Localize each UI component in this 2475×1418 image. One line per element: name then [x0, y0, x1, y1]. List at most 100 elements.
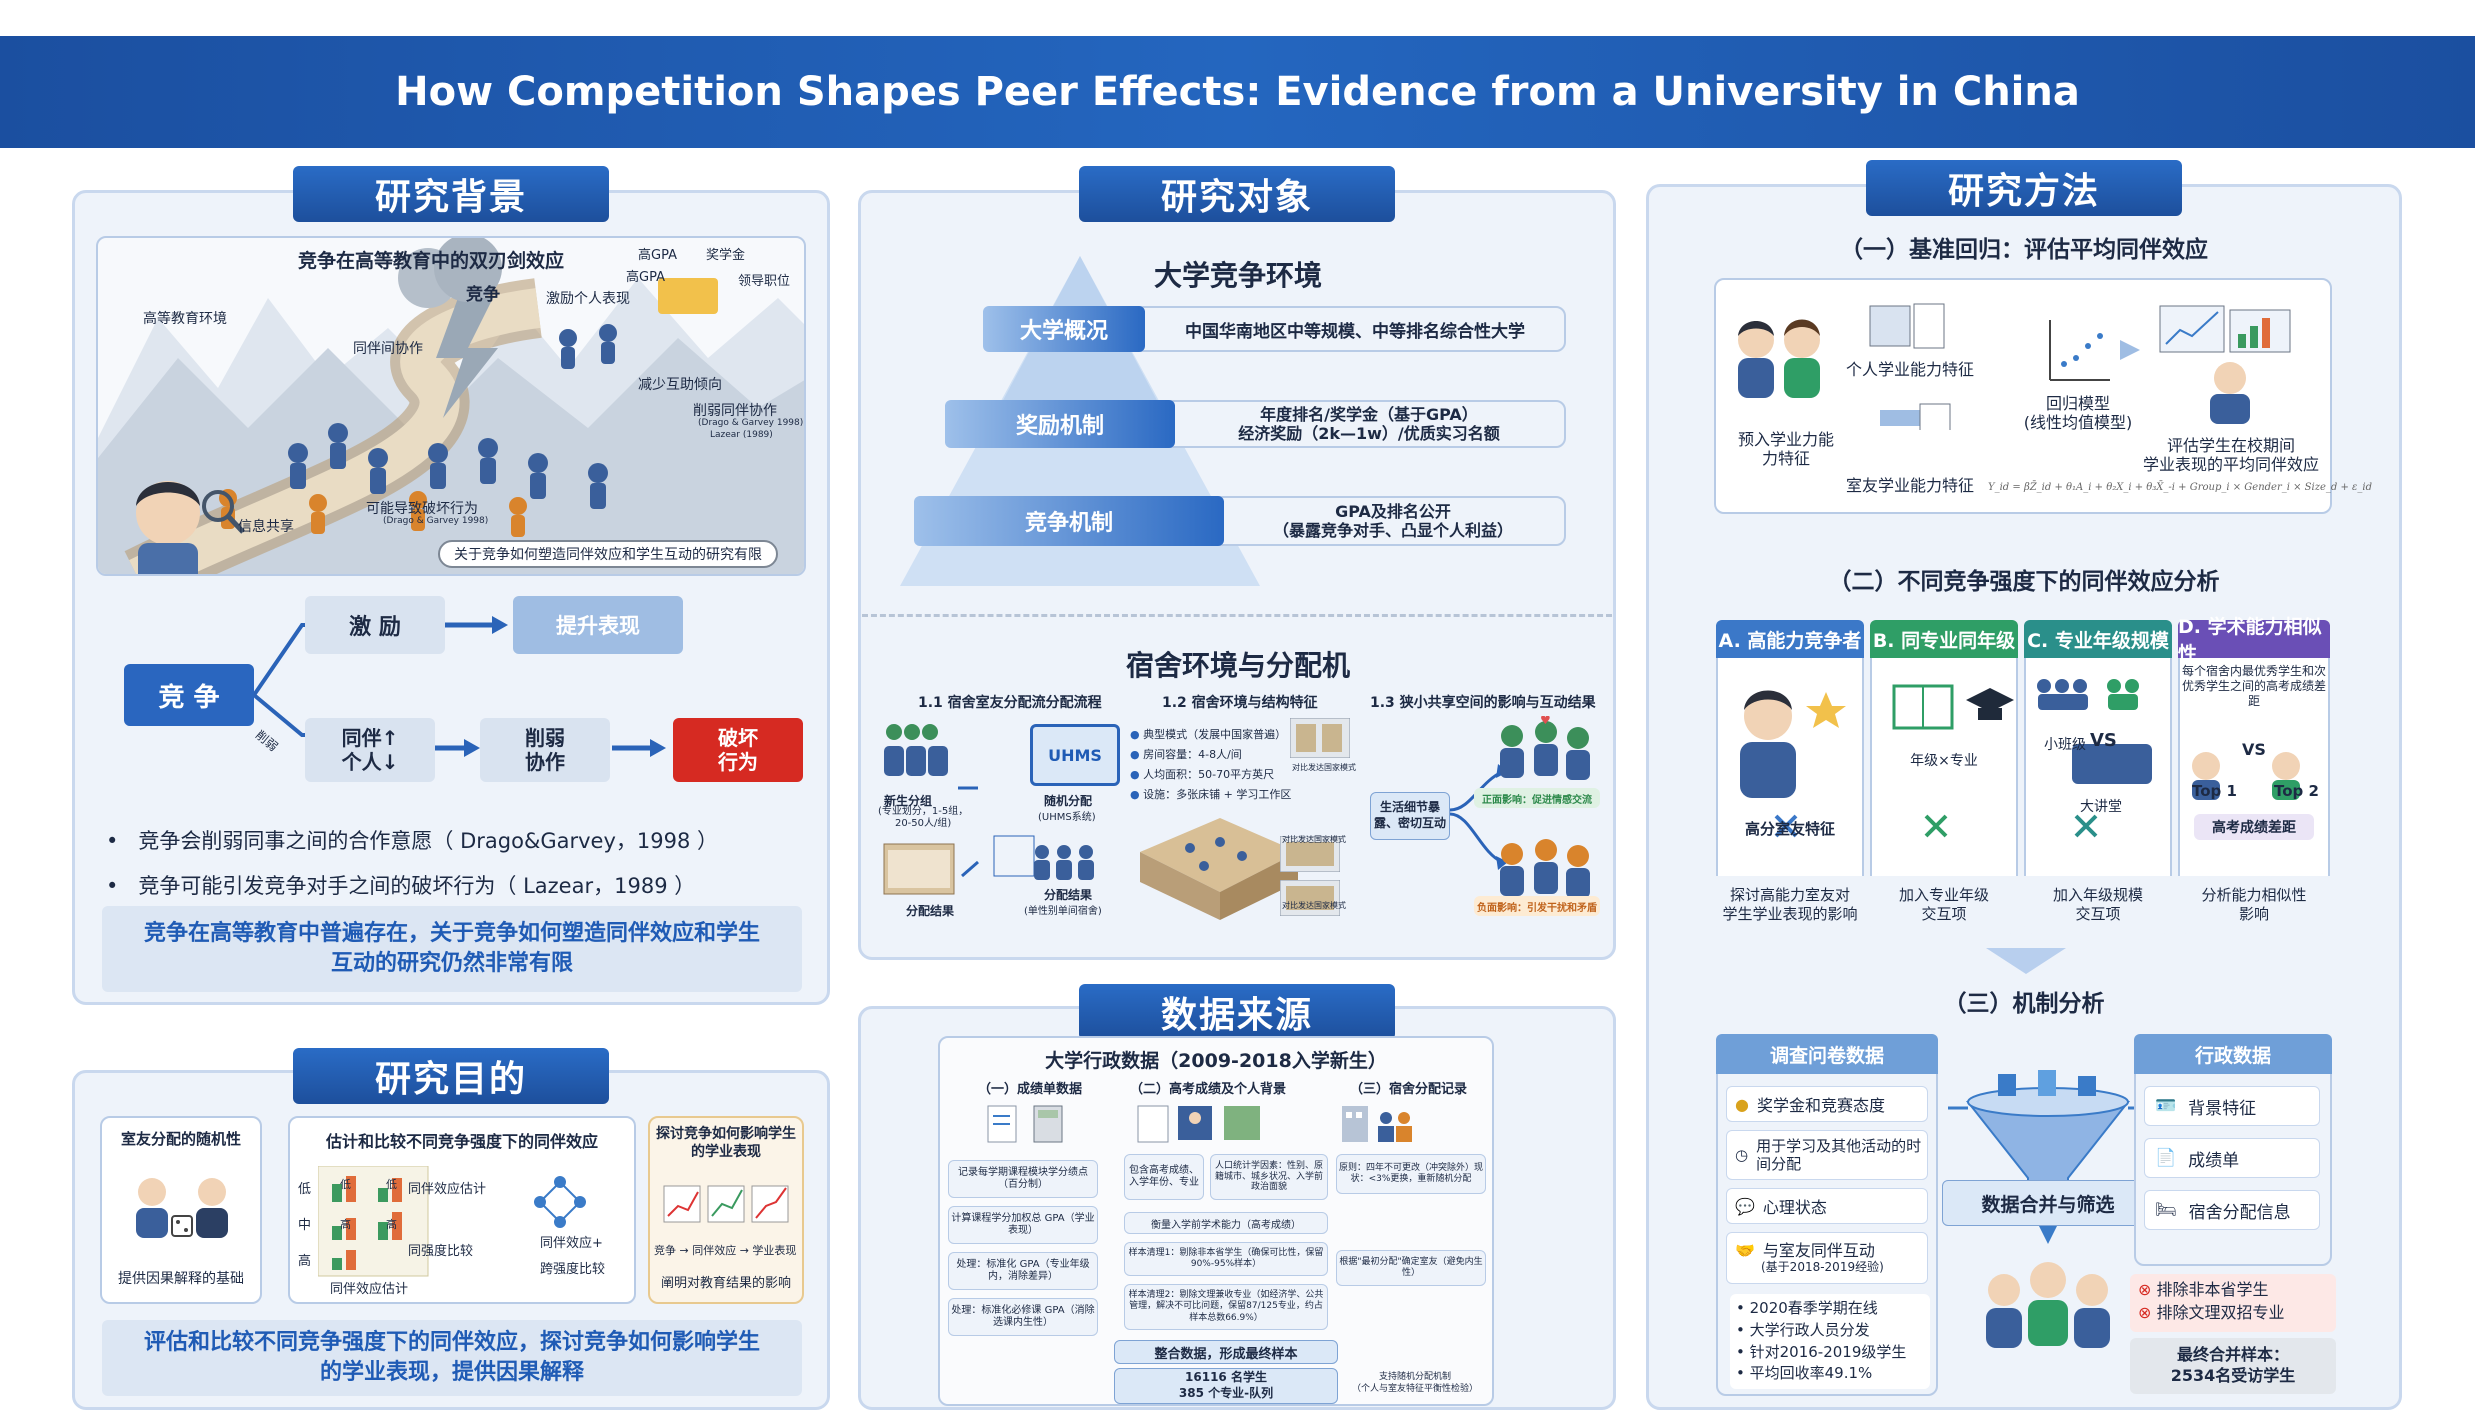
s1-label: 评估学生在校期间 学业表现的平均同伴效应: [2142, 436, 2319, 475]
data-step: 处理：标准化必修课 GPA（消除选课内生性）: [948, 1298, 1098, 1336]
row-label: 低: [298, 1182, 312, 1197]
cross-icon: ⊗: [2138, 1303, 2157, 1323]
sub1-result: 分配结果: [906, 904, 955, 918]
data-side-note: 支持随机分配机制 （个人与室友特征平衡性检验）: [1351, 1372, 1478, 1394]
page-title: How Competition Shapes Peer Effects: Evi…: [0, 36, 2475, 148]
s2-d-top2: Top 2: [2274, 782, 2319, 800]
purpose-col3: 探讨竞争如何影响学生的学业表现 竞争 → 同伴效应 → 学业表现 阐明对教育结果…: [648, 1116, 804, 1304]
purpose-summary: 评估和比较不同竞争强度下的同伴效应，探讨竞争如何影响学生的学业表现，提供因果解释: [102, 1320, 802, 1396]
row-label: 高: [298, 1254, 312, 1269]
illus-label: 高GPA: [626, 270, 665, 285]
admin-item: 🛏宿舍分配信息: [2144, 1190, 2320, 1230]
s1-label: 预入学业力能力特征: [1737, 430, 1834, 469]
illus-label: 减少互助倾向: [638, 377, 722, 393]
sub3-center: 生活细节暴露、密切互动: [1370, 792, 1450, 840]
s2-col-head: D. 学术能力相似性: [2178, 616, 2330, 665]
level-label: 大学概况: [983, 306, 1145, 352]
illus-label: 激励个人表现: [546, 291, 630, 307]
level-text: 年度排名/奖学金（基于GPA） 经济奖励（2k—1w）/优质实习名额: [1238, 404, 1500, 443]
level-text: GPA及排名公开 （暴露竞争对手、凸显个人利益）: [1272, 501, 1513, 540]
thought-text: 关于竞争如何塑造同伴效应和学生互动的研究有限: [454, 547, 762, 563]
sub2-caption: 对比发达国家模式: [1282, 901, 1346, 910]
id-card-icon: 🪪: [2155, 1096, 2177, 1116]
data-step: 根据"最初分配"确定室友（避免内生性）: [1336, 1250, 1486, 1286]
purpose-col1-foot: 提供因果解释的基础: [118, 1271, 244, 1287]
purpose-title: 研究目的: [293, 1048, 609, 1104]
grid-cell: 高: [386, 1218, 397, 1231]
dashed-divider: [862, 614, 1612, 617]
flow-sabotage: 破坏 行为: [673, 718, 803, 782]
purpose-col1-head: 室友分配的随机性: [120, 1130, 241, 1148]
survey-head: 调查问卷数据: [1716, 1034, 1938, 1074]
dorm-photo-icon: [1280, 880, 1340, 916]
svg-text:♥: ♥: [1540, 716, 1551, 727]
s1-label: 个人学业能力特征: [1846, 360, 1975, 379]
pyramid-title: 大学竞争环境: [1153, 259, 1322, 292]
allocation-flow: [883, 724, 1035, 895]
background-bullet: • 竞争会削弱同事之间的合作意愿（ Drago&Garvey，1998 ）: [106, 829, 718, 853]
handshake-label: 🤝与室友同伴互动: [1735, 1241, 1875, 1261]
data-source-title: 数据来源: [1079, 984, 1395, 1040]
s2-foot: 加入专业年级 交互项: [1870, 876, 2018, 934]
grid-cell: 低: [340, 1178, 351, 1191]
s1-label: 室友学业能力特征: [1846, 476, 1975, 495]
data-step: 记录每学期课程模块学分绩点（百分制）: [948, 1160, 1098, 1198]
survey-item: ◷用于学习及其他活动的时间分配: [1726, 1130, 1928, 1180]
s2-foot: 分析能力相似性 影响: [2178, 876, 2330, 934]
flow-competition: 竞 争: [124, 664, 254, 726]
survey-note: • 大学行政人员分发: [1736, 1320, 1870, 1339]
s2-c-vs: VS: [2090, 730, 2117, 751]
exclusion-item: ⊗ 排除非本省学生: [2138, 1280, 2269, 1299]
grid-label: 同伴效应估计: [330, 1282, 409, 1297]
thought-bubble: 关于竞争如何塑造同伴效应和学生互动的研究有限: [438, 540, 778, 568]
s2-foot: 探讨高能力室友对 学生学业表现的影响: [1716, 876, 1864, 934]
sub1-new: 新生分组: [884, 794, 933, 808]
flow-incentive: 激 励: [305, 596, 445, 654]
sub2-item: ● 典型模式（发展中国家普遍）: [1130, 728, 1287, 741]
final-sample: 最终合并样本： 2534名受访学生: [2130, 1338, 2336, 1394]
sub2-item: ● 房间容量：4-8人/间: [1130, 748, 1242, 761]
sub3-positive: 正面影响：促进情感交流: [1474, 788, 1600, 808]
admin-item: 🪪背景特征: [2144, 1086, 2320, 1126]
admin-head: 行政数据: [2134, 1034, 2332, 1074]
grid-right-label: 跨强度比较: [540, 1262, 606, 1277]
survey-notes: • 2020春季学期在线 • 大学行政人员分发 • 针对2016-2019级学生…: [1730, 1294, 1930, 1389]
sub1-random-note: (UHMS系统): [1038, 812, 1096, 823]
handshake-icon: 🤝: [1735, 1241, 1755, 1261]
data-step: 原则：四年不可更改（冲突除外）现状：<3%更换，重新随机分配: [1336, 1154, 1486, 1194]
survey-item: 💬心理状态: [1726, 1188, 1928, 1224]
survey-note: • 2020春季学期在线: [1736, 1299, 1878, 1317]
survey-item: ●奖学金和竞赛态度: [1726, 1086, 1928, 1122]
survey-note: • 平均回收率49.1%: [1736, 1364, 1873, 1383]
network-icon: [534, 1176, 586, 1228]
document-icon: 📄: [2155, 1148, 2177, 1168]
dorm-photo-icon: [1290, 718, 1350, 758]
background-summary: 竞争在高等教育中普遍存在，关于竞争如何塑造同伴效应和学生互动的研究仍然非常有限: [102, 906, 802, 992]
illus-label: (Drago & Garvey 1998): [698, 418, 804, 428]
data-final: 16116 名学生 385 个专业-队列: [1114, 1368, 1338, 1404]
roommates-dice-icon: [136, 1178, 228, 1238]
sub2-item: ● 人均面积：50-70平方英尺: [1130, 768, 1275, 781]
uhms-screen: UHMS: [1030, 724, 1120, 786]
survey-note: • 针对2016-2019级学生: [1736, 1342, 1907, 1361]
flow-weaken: 削弱 协作: [480, 718, 610, 782]
s2-col-head: B. 同专业同年级: [1870, 620, 2018, 658]
exclusion-item: ⊗ 排除文理双招专业: [2138, 1303, 2285, 1323]
illus-label: 竞争: [466, 285, 500, 305]
method-s3-title: （三）机制分析: [1943, 991, 2105, 1017]
clock-icon: ◷: [1735, 1146, 1749, 1164]
survey-item: 🤝与室友同伴互动 (基于2018-2019经验): [1726, 1232, 1928, 1284]
level-label: 奖励机制: [945, 400, 1175, 448]
data-step: 衡量入学前学术能力（高考成绩）: [1124, 1212, 1328, 1234]
sub3-negative: 负面影响：引发干扰和矛盾: [1474, 896, 1600, 916]
illus-label: 高等教育环境: [143, 311, 227, 327]
s2-mid: 高分室友特征: [1744, 820, 1835, 838]
s1-formula: Y_id = βZ̄_id + θ₁A_i + θ₂X_i + θ₃X̄_-i …: [1988, 482, 2373, 493]
s2-col-head: C. 专业年级规模: [2024, 620, 2172, 658]
sub3-title: 1.3 狭小共享空间的影响与互动结果: [1370, 695, 1596, 711]
data-step: 样本清理1：剔除非本省学生（确保可比性，保留90%-95%样本）: [1124, 1242, 1328, 1276]
purpose-col2-head: 估计和比较不同竞争强度下的同伴效应: [325, 1132, 598, 1151]
s1-label: 回归模型 (线性均值模型): [2023, 394, 2133, 433]
illus-label: 领导职位: [738, 274, 791, 289]
dorm-title: 宿舍环境与分配机: [1125, 649, 1350, 682]
